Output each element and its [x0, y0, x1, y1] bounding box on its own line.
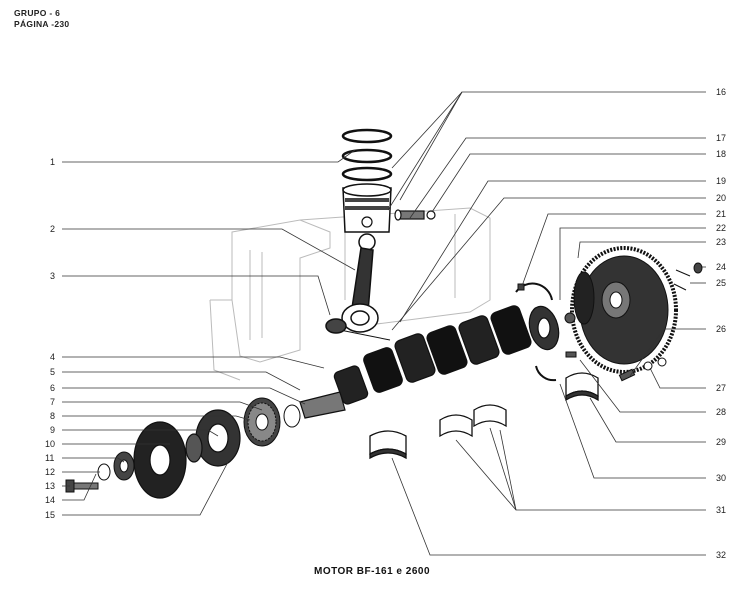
callout-13: 13 — [45, 481, 56, 491]
piston-rings — [341, 128, 393, 182]
callout-1: 1 — [50, 157, 56, 167]
flywheel — [564, 246, 678, 374]
main-bearings — [369, 372, 599, 460]
callout-25: 25 — [716, 278, 727, 288]
callout-5: 5 — [50, 367, 56, 377]
callout-22: 22 — [716, 223, 727, 233]
callout-24: 24 — [716, 262, 727, 272]
callout-21: 21 — [716, 209, 727, 219]
callout-17: 17 — [716, 133, 727, 143]
callout-29: 29 — [716, 437, 727, 447]
page-number-label: PÁGINA -230 — [14, 19, 70, 29]
callout-4: 4 — [50, 352, 56, 362]
callout-12: 12 — [45, 467, 56, 477]
callout-10: 10 — [45, 439, 56, 449]
callout-15: 15 — [45, 510, 56, 520]
callout-2: 2 — [50, 224, 56, 234]
flywheel-bolts — [565, 262, 703, 382]
thrust-washers — [515, 282, 557, 382]
wrist-pin — [394, 209, 436, 221]
callout-6: 6 — [50, 383, 56, 393]
callout-7: 7 — [50, 397, 56, 407]
callout-19: 19 — [716, 176, 727, 186]
callout-11: 11 — [45, 453, 55, 463]
callout-8: 8 — [50, 411, 56, 421]
piston — [342, 183, 392, 233]
crankshaft — [299, 305, 560, 419]
connecting-rod — [325, 233, 391, 341]
diagram-caption: MOTOR BF-161 e 2600 — [313, 566, 431, 577]
group-label: GRUPO - 6 — [14, 8, 61, 18]
callout-16: 16 — [716, 87, 727, 97]
leader-lines-left — [62, 149, 356, 516]
callout-3: 3 — [50, 271, 56, 281]
crankshaft-pulley — [133, 409, 241, 499]
callout-14: 14 — [45, 495, 56, 505]
callout-20: 20 — [716, 193, 727, 203]
callout-31: 31 — [716, 505, 727, 515]
callout-27: 27 — [716, 383, 727, 393]
timing-gear — [243, 397, 301, 447]
callout-9: 9 — [50, 425, 56, 435]
leader-lines-right — [387, 91, 706, 556]
callout-23: 23 — [716, 237, 727, 247]
callout-26: 26 — [716, 324, 727, 334]
callout-28: 28 — [716, 407, 727, 417]
callout-30: 30 — [716, 473, 727, 483]
callout-32: 32 — [716, 550, 727, 560]
callout-18: 18 — [716, 149, 727, 159]
